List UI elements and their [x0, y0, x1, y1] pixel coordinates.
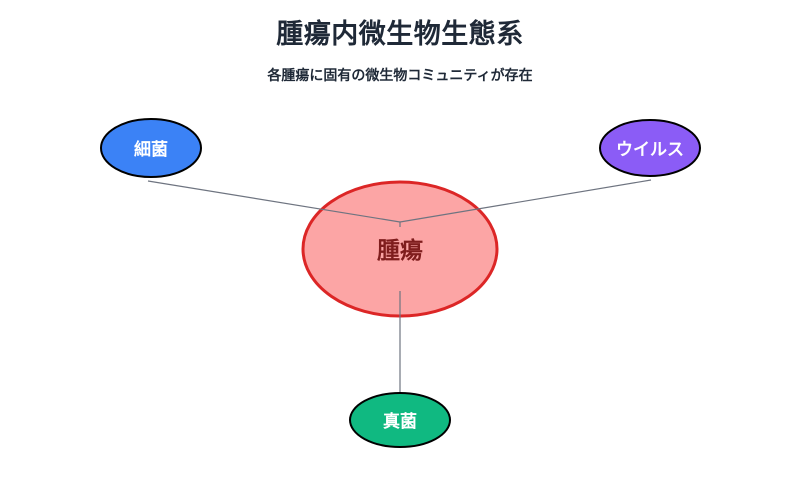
edge-bacteria-tumor	[147, 180, 401, 223]
fungi-node-label: 真菌	[383, 411, 417, 431]
diagram-title: 腫瘍内微生物生態系	[276, 19, 524, 49]
bacteria-node	[100, 118, 202, 178]
diagram-subtitle: 各腫瘍に固有の微生物コミュニティが存在	[267, 67, 533, 83]
virus-node-label: ウイルス	[616, 140, 684, 159]
virus-node	[599, 119, 701, 177]
bacteria-node-label: 細菌	[134, 139, 168, 159]
fungi-node	[349, 392, 451, 448]
edge-virus-tumor	[399, 179, 652, 223]
tumor-node-label: 腫瘍	[377, 237, 423, 263]
